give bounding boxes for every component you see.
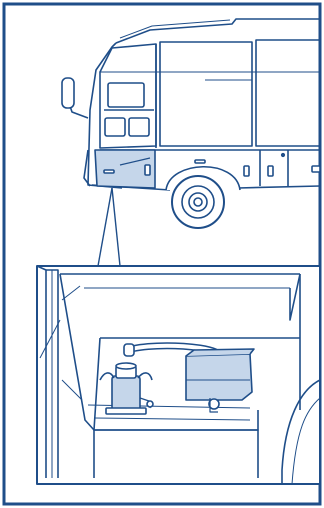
compartment-latch xyxy=(145,165,150,175)
compartment-handle xyxy=(104,170,114,173)
wheel-center xyxy=(194,198,202,206)
side-latch-1 xyxy=(244,166,249,176)
detail-view xyxy=(37,266,320,484)
jack-base xyxy=(106,408,146,414)
side-mirror xyxy=(62,78,74,108)
hose-clamp xyxy=(124,344,134,356)
detail-box xyxy=(37,266,320,484)
side-handle-1 xyxy=(195,160,205,163)
bottle-jack xyxy=(112,376,140,410)
coolant-reservoir-tank xyxy=(186,354,252,400)
marker-light xyxy=(282,154,285,157)
jack-valve xyxy=(147,401,153,407)
side-latch-2 xyxy=(268,166,273,176)
side-latch-3 xyxy=(312,166,320,172)
jack-cap xyxy=(116,363,136,369)
